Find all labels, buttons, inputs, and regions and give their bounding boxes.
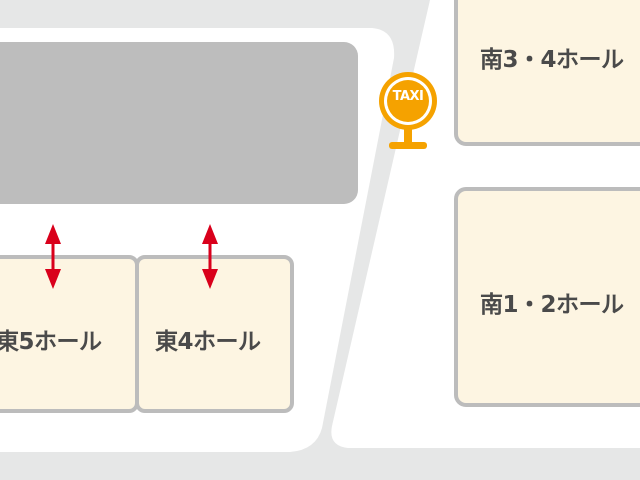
- hall-east5-label: 東5ホール: [0, 329, 102, 355]
- hall-south34-label: 南3・4ホール: [480, 47, 624, 73]
- double-arrow-vertical-icon: [45, 224, 61, 289]
- hall-south12-label: 南1・2ホール: [480, 292, 624, 318]
- taxi-stand-icon: [379, 72, 437, 149]
- hall-east4-label: 東4ホール: [155, 329, 261, 355]
- gray-building: [0, 42, 358, 204]
- hall-east4-shape: [135, 255, 294, 413]
- taxi-label: TAXI: [392, 89, 424, 104]
- double-arrow-vertical-icon: [202, 224, 218, 289]
- hall-south12-shape: [454, 187, 640, 407]
- hall-south34-shape: [454, 0, 640, 146]
